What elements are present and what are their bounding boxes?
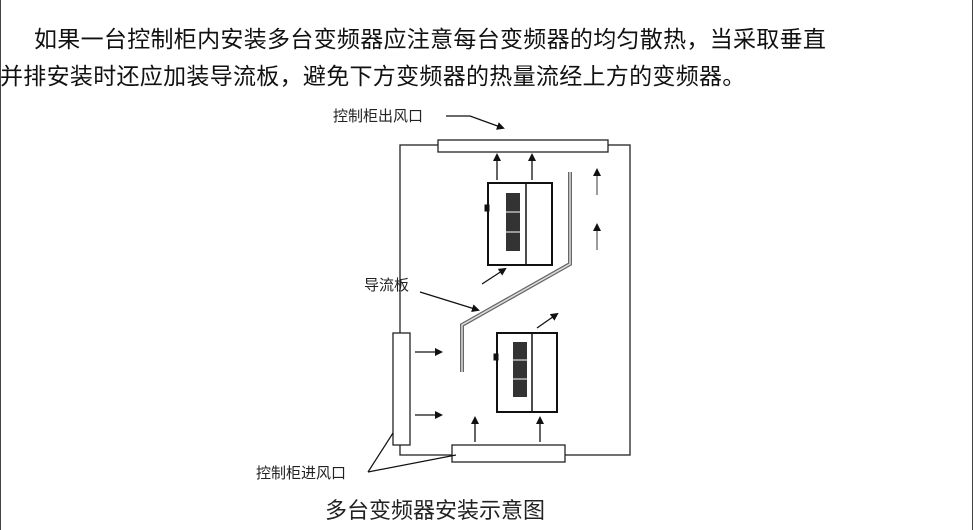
left-inlet-vent xyxy=(392,332,411,446)
outlet-pointer xyxy=(446,115,505,130)
baffle-label: 导流板 xyxy=(364,276,409,294)
diagram-caption: 多台变频器安装示意图 xyxy=(325,499,545,524)
airflow-arrow xyxy=(481,267,507,285)
page-right-border xyxy=(972,0,973,530)
outlet-label: 控制柜出风口 xyxy=(333,107,423,125)
inlet-pointer xyxy=(367,454,457,473)
page-left-border xyxy=(0,0,1,530)
upper-inverter xyxy=(484,182,553,266)
inlet-label: 控制柜进风口 xyxy=(256,464,346,482)
bottom-inlet-vent xyxy=(451,444,566,463)
baffle-pointer xyxy=(419,291,480,313)
inlet-pointer xyxy=(367,432,394,473)
lower-inverter xyxy=(493,332,558,413)
paragraph-line-1: 如果一台控制柜内安装多台变频器应注意每台变频器的均匀散热，当采取垂直 xyxy=(34,27,827,53)
airflow-arrow xyxy=(536,312,559,329)
top-outlet-vent xyxy=(437,139,609,153)
paragraph-line-2: 并排安装时还应加装导流板，避免下方变频器的热量流经上方的变频器。 xyxy=(0,64,746,90)
